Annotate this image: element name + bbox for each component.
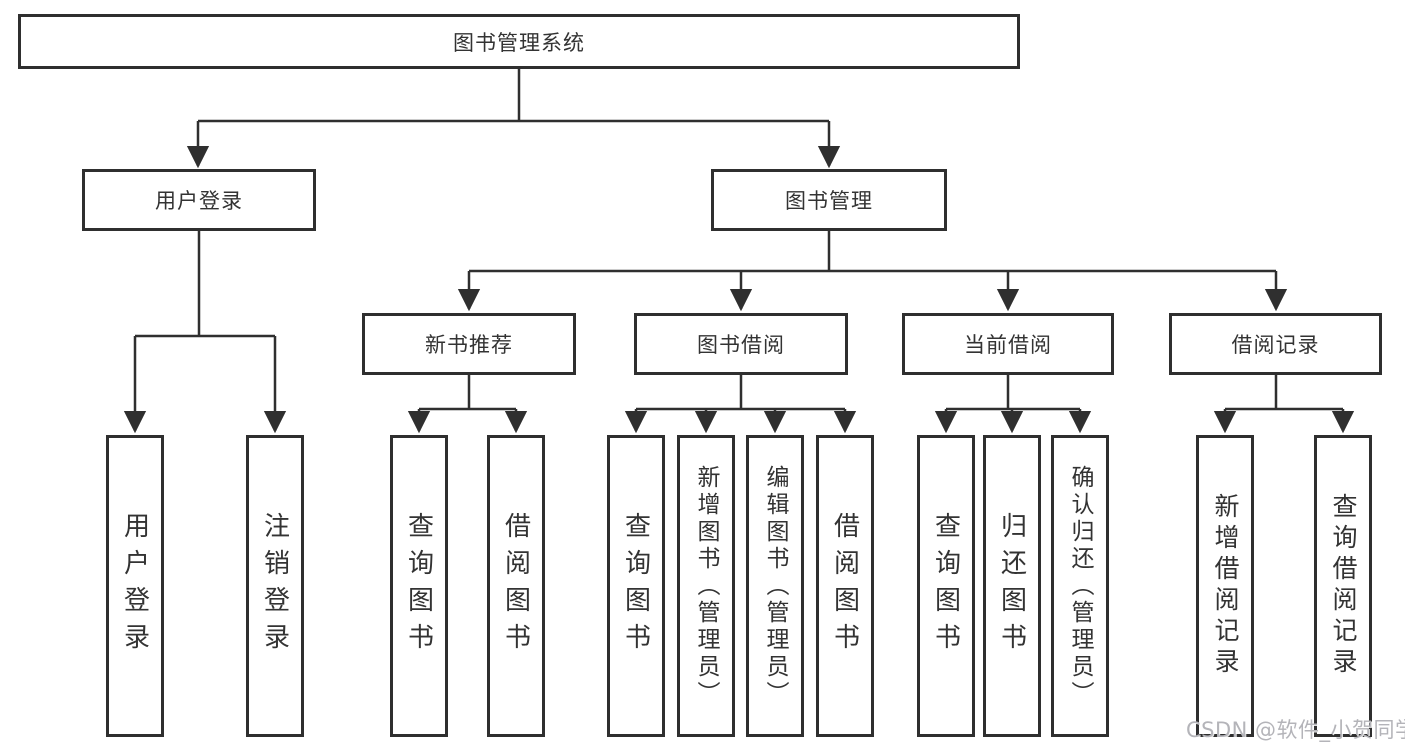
node-label: 图书借阅 [697, 333, 785, 357]
connector-book-management-children [457, 229, 1288, 312]
node-new-book-recommend: 新书推荐 [362, 313, 576, 375]
node-label: 用户登录 [119, 512, 150, 660]
leaf-borrow-query-books: 查询图书 [607, 435, 665, 737]
connector-root-to-level2 [186, 66, 841, 169]
leaf-current-query-books: 查询图书 [917, 435, 975, 737]
node-label: 查询图书 [930, 512, 961, 660]
node-label: 新书推荐 [425, 333, 513, 357]
csdn-watermark: CSDN @软件_小贺同学 [1186, 718, 1405, 742]
node-label: 用户登录 [155, 189, 243, 213]
node-label: 查询图书 [403, 512, 434, 660]
node-label: 注销登录 [259, 512, 290, 660]
leaf-add-books-admin: 新增图书（管理员） [677, 435, 735, 737]
leaf-return-books: 归还图书 [983, 435, 1041, 737]
node-label: 新增图书（管理员） [693, 464, 719, 708]
node-library-management-system: 图书管理系统 [18, 14, 1020, 69]
connector-new-book-recommend-children [407, 373, 528, 434]
connector-borrow-records-children [1213, 373, 1355, 434]
node-label: 借阅图书 [829, 512, 860, 660]
leaf-logout: 注销登录 [246, 435, 304, 737]
node-book-borrow: 图书借阅 [634, 313, 848, 375]
leaf-recommend-query-books: 查询图书 [390, 435, 448, 737]
connector-current-borrow-children [934, 373, 1092, 434]
node-label: 查询图书 [620, 512, 651, 660]
node-label: 查询借阅记录 [1329, 493, 1358, 679]
node-book-management: 图书管理 [711, 169, 947, 231]
leaf-add-borrow-record: 新增借阅记录 [1196, 435, 1254, 737]
node-label: 新增借阅记录 [1211, 493, 1240, 679]
node-label: 借阅图书 [500, 512, 531, 660]
leaf-user-login: 用户登录 [106, 435, 164, 737]
node-label: 图书管理系统 [453, 30, 585, 55]
leaf-edit-books-admin: 编辑图书（管理员） [746, 435, 804, 737]
node-label: 当前借阅 [964, 333, 1052, 357]
node-borrow-records: 借阅记录 [1169, 313, 1382, 375]
node-label: 确认归还（管理员） [1067, 464, 1093, 708]
node-label: 借阅记录 [1231, 333, 1320, 357]
connector-user-login-children [123, 229, 287, 434]
node-label: 图书管理 [785, 189, 873, 213]
leaf-confirm-return-admin: 确认归还（管理员） [1051, 435, 1109, 737]
node-user-login: 用户登录 [82, 169, 316, 231]
node-label: 归还图书 [996, 512, 1027, 660]
node-label: 编辑图书（管理员） [762, 464, 788, 708]
leaf-recommend-borrow-books: 借阅图书 [487, 435, 545, 737]
node-current-borrow: 当前借阅 [902, 313, 1114, 375]
connector-book-borrow-children [624, 373, 857, 434]
leaf-borrow-books: 借阅图书 [816, 435, 874, 737]
leaf-query-borrow-record: 查询借阅记录 [1314, 435, 1372, 737]
